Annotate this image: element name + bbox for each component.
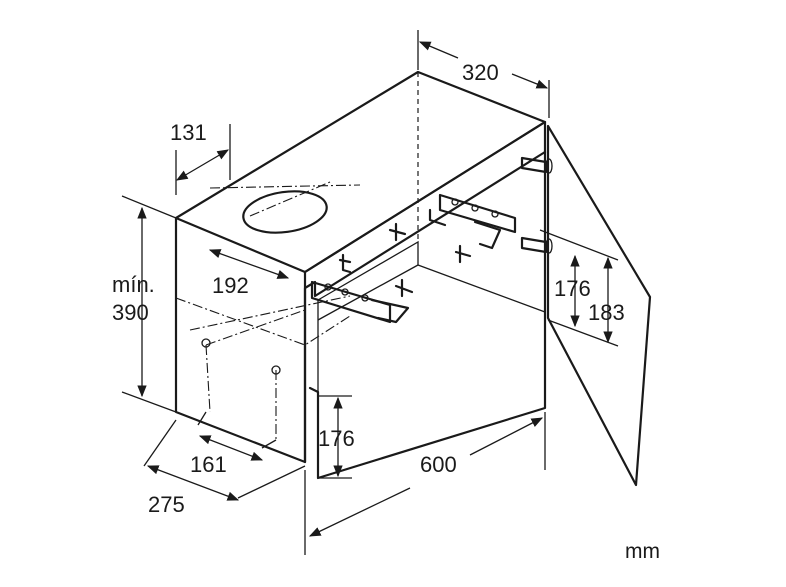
dim-label-131: 131 bbox=[170, 120, 207, 145]
dim-label-161: 161 bbox=[190, 452, 227, 477]
dim-label-183: 183 bbox=[588, 300, 625, 325]
unit-label: mm bbox=[625, 540, 660, 563]
duct-outlet bbox=[242, 190, 328, 234]
hidden-lines bbox=[175, 72, 419, 440]
dim-label-320: 320 bbox=[462, 60, 499, 85]
door-panel bbox=[520, 124, 652, 487]
mounting-bracket-front bbox=[310, 253, 414, 324]
dim-label-min: mín. bbox=[112, 272, 155, 297]
dim-label-192: 192 bbox=[212, 273, 249, 298]
dim-label-600: 600 bbox=[420, 452, 457, 477]
dim-label-390: 390 bbox=[112, 300, 149, 325]
dimension-lines bbox=[121, 30, 619, 555]
dim-label-176-bracket: 176 bbox=[554, 276, 591, 301]
dim-label-275: 275 bbox=[148, 492, 185, 517]
dim-label-176-front: 176 bbox=[318, 426, 355, 451]
mounting-bracket-rear bbox=[388, 193, 517, 264]
side-holes bbox=[201, 338, 281, 375]
